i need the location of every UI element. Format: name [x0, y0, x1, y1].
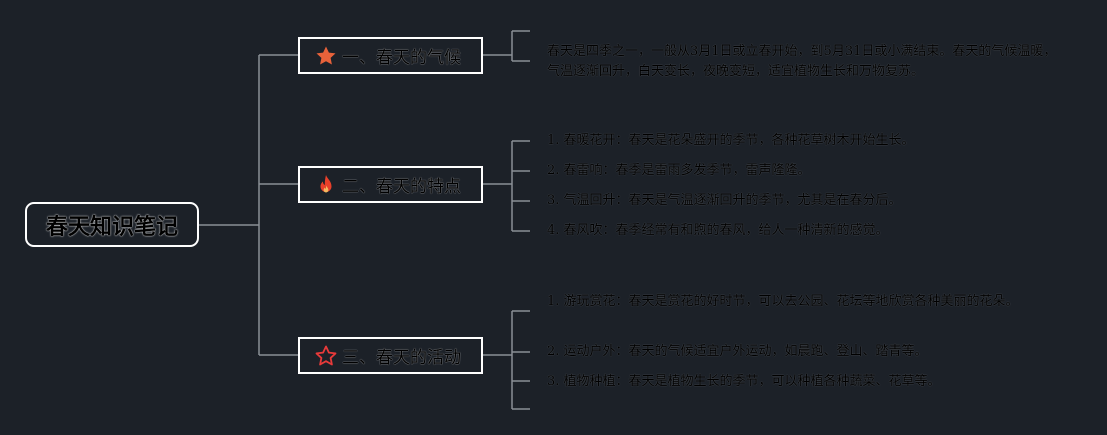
- root-label: 春天知识笔记: [45, 214, 178, 240]
- branch-node-activities[interactable]: 三、春天的活动: [298, 337, 483, 374]
- leaf-activities-1: 1. 游玩赏花：春天是赏花的好时节，可以去公园、花坛等地欣赏各种美丽的花朵。: [547, 294, 1019, 309]
- leaf-activities-2: 2. 运动户外：春天的气候适宜户外运动，如晨跑、登山、踏青等。: [547, 344, 928, 359]
- branch-node-climate[interactable]: 一、春天的气候: [298, 37, 483, 74]
- branch-label: 一、春天的气候: [342, 48, 461, 68]
- star-filled-icon: [314, 44, 338, 68]
- leaf-features-2: 2. 春雷响：春季是雷雨多发季节，雷声隆隆。: [547, 163, 811, 178]
- star-outline-icon: [314, 344, 338, 368]
- root-node[interactable]: 春天知识笔记: [25, 202, 199, 247]
- leaf-features-4: 4. 春风吹：春季经常有和煦的春风，给人一种清新的感觉。: [547, 223, 889, 238]
- fire-icon: [314, 173, 338, 197]
- branch-label: 二、春天的特点: [342, 177, 461, 197]
- branch-label: 三、春天的活动: [342, 348, 461, 368]
- leaf-climate-1: 春天是四季之一，一般从3月1日或立春开始，到5月31日或小满结束。春天的气候温暖…: [547, 44, 1057, 79]
- leaf-features-3: 3. 气温回升：春天是气温逐渐回升的季节，尤其是在春分后。: [547, 193, 902, 208]
- leaf-activities-3: 3. 植物种植：春天是植物生长的季节，可以种植各种蔬菜、花草等。: [547, 374, 941, 389]
- branch-node-features[interactable]: 二、春天的特点: [298, 166, 483, 203]
- leaf-features-1: 1. 春暖花开：春天是花朵盛开的季节，各种花草树木开始生长。: [547, 133, 915, 148]
